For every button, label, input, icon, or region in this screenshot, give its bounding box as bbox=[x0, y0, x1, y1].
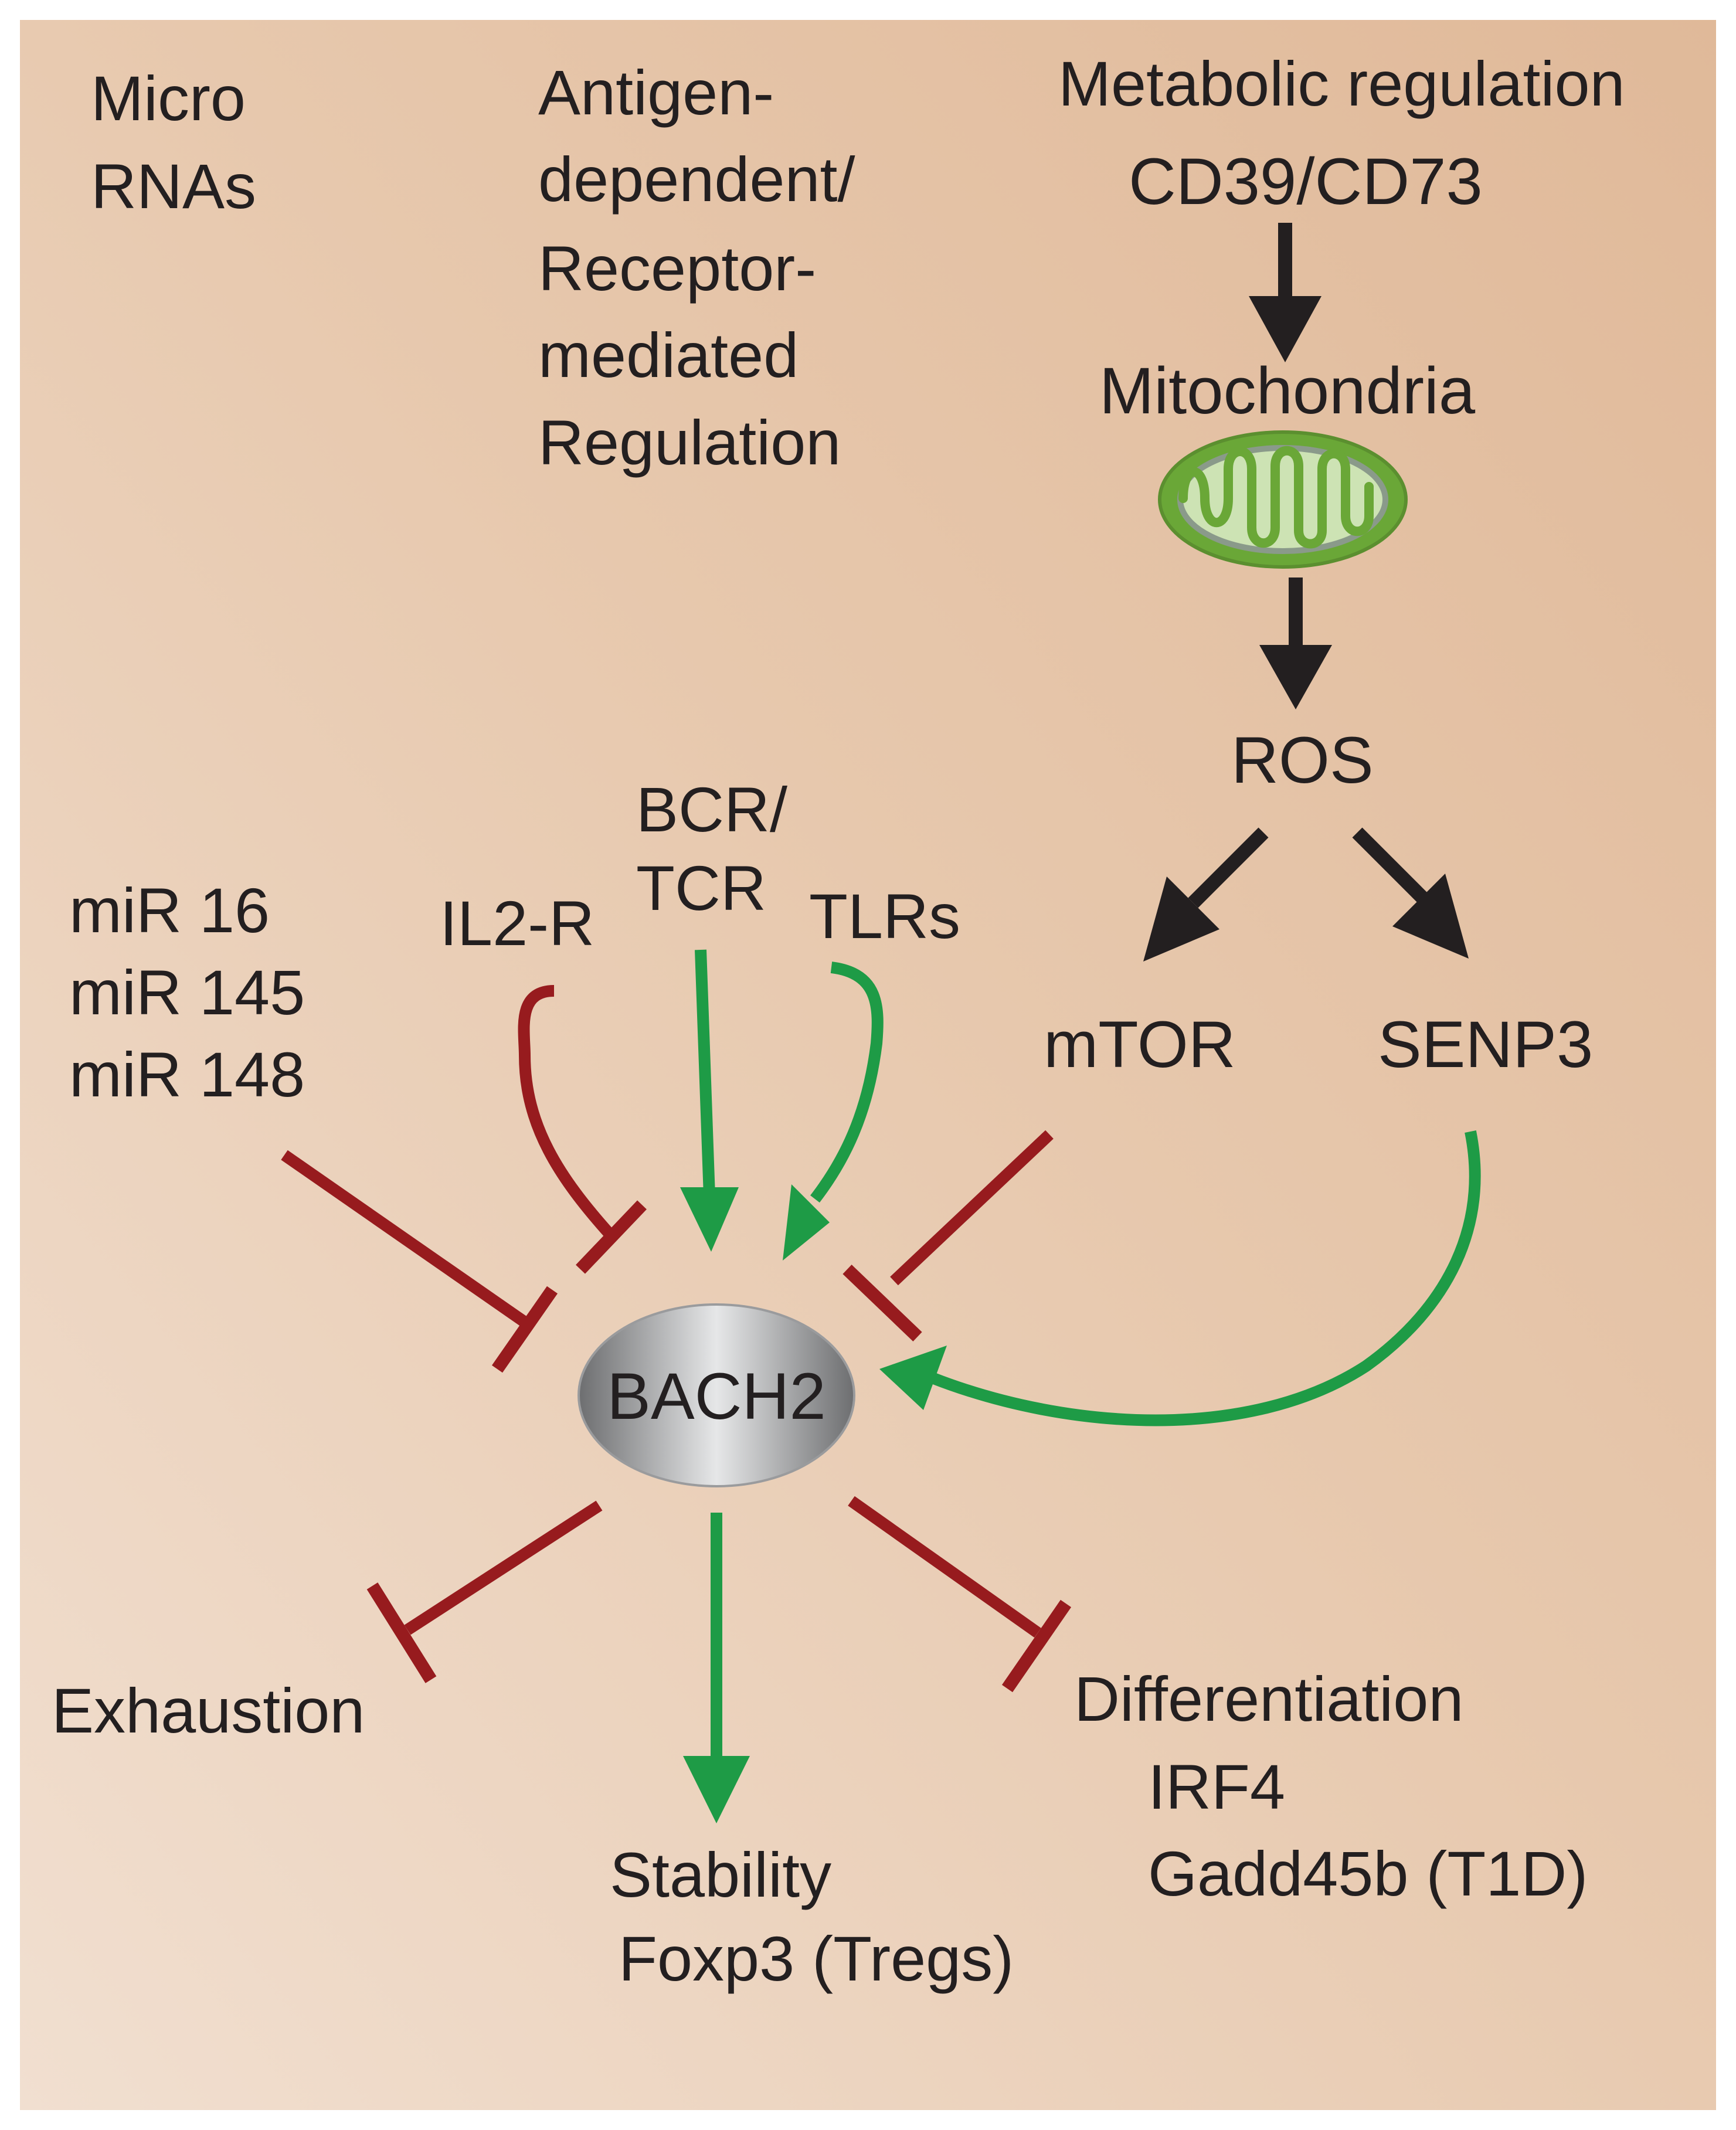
outcome-stability: Stability bbox=[610, 1839, 831, 1910]
inhibit-bach2-to-exhaustion bbox=[366, 1500, 603, 1683]
bach2-node: BACH2 bbox=[577, 1303, 855, 1487]
inhibit-mirna-to-bach2 bbox=[281, 1150, 558, 1373]
header-antigen-line-4: mediated bbox=[538, 320, 799, 390]
mirna-list: miR 16 miR 145 miR 148 bbox=[69, 875, 305, 1110]
node-senp3: SENP3 bbox=[1378, 1008, 1593, 1081]
outcome-exhaustion: Exhaustion bbox=[52, 1675, 365, 1746]
activate-senp3-to-bach2 bbox=[879, 1130, 1481, 1426]
header-micro-line-1: Micro bbox=[91, 63, 246, 134]
mirna-145: miR 145 bbox=[69, 957, 305, 1028]
activate-bcr-tcr-to-bach2 bbox=[680, 949, 739, 1252]
arrow-mitochondria-to-ros bbox=[1259, 577, 1332, 709]
node-bcr-line-1: BCR/ bbox=[636, 774, 787, 845]
bach2-label: BACH2 bbox=[607, 1360, 825, 1433]
header-micro-rnas: Micro RNAs bbox=[91, 63, 256, 222]
mirna-148: miR 148 bbox=[69, 1039, 305, 1110]
mitochondrion-icon bbox=[1158, 430, 1408, 569]
header-micro-line-2: RNAs bbox=[91, 151, 256, 222]
node-tlrs: TLRs bbox=[809, 881, 960, 952]
node-tcr-line-2: TCR bbox=[636, 852, 766, 923]
inhibit-bach2-to-differentiation bbox=[848, 1496, 1072, 1693]
header-metabolic-regulation: Metabolic regulation bbox=[1058, 48, 1625, 119]
activate-tlrs-to-bach2 bbox=[783, 962, 884, 1261]
activate-bach2-to-stability bbox=[683, 1513, 750, 1823]
outcome-differentiation: Differentiation bbox=[1074, 1663, 1463, 1734]
outcome-gadd45b: Gadd45b (T1D) bbox=[1148, 1838, 1588, 1909]
node-ros: ROS bbox=[1231, 723, 1374, 797]
header-antigen-line-3: Receptor- bbox=[538, 233, 816, 304]
node-cd39-cd73: CD39/CD73 bbox=[1129, 145, 1483, 218]
inhibit-mtor-to-bach2 bbox=[842, 1130, 1054, 1341]
outcome-irf4: IRF4 bbox=[1148, 1751, 1285, 1822]
arrow-cd39-to-mitochondria bbox=[1249, 223, 1321, 362]
header-antigen-line-5: Regulation bbox=[538, 407, 841, 478]
outcome-foxp3: Foxp3 (Tregs) bbox=[619, 1923, 1014, 1994]
inhibit-il2r-to-bach2 bbox=[518, 985, 647, 1274]
node-il2-r: IL2-R bbox=[440, 888, 594, 959]
header-antigen-dependent: Antigen- dependent/ Receptor- mediated R… bbox=[538, 57, 855, 478]
mirna-16: miR 16 bbox=[69, 875, 270, 946]
header-antigen-line-2: dependent/ bbox=[538, 144, 855, 215]
node-mtor: mTOR bbox=[1044, 1008, 1236, 1081]
header-antigen-line-1: Antigen- bbox=[538, 57, 774, 128]
arrow-ros-to-mtor bbox=[1143, 827, 1269, 962]
arrow-ros-to-senp3 bbox=[1352, 827, 1469, 959]
node-mitochondria-label: Mitochondria bbox=[1099, 354, 1476, 427]
